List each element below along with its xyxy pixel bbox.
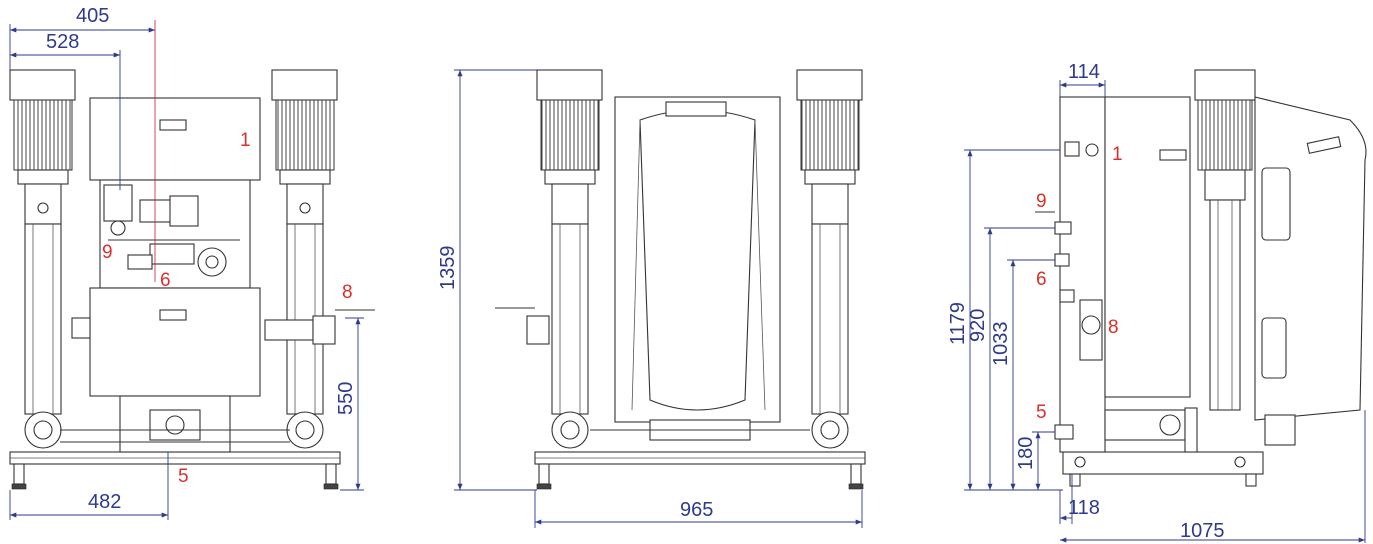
- dimension-482: 482: [9, 452, 169, 520]
- dim-label-550: 550: [335, 382, 357, 415]
- dimension-1359: 1359: [437, 69, 537, 491]
- side-part-label-1: 1: [1112, 144, 1123, 165]
- side-part-label-6: 6: [1036, 269, 1047, 290]
- dim-label-114: 114: [1068, 61, 1100, 83]
- dimension-965: 965: [534, 490, 863, 528]
- dimension-550: 550: [335, 317, 364, 491]
- dimension-1179: 1179: [947, 149, 1060, 490]
- side-view: 114 1179 920 1033 180 118: [947, 61, 1367, 543]
- pump-left-rear: [536, 69, 603, 449]
- foot-left: [13, 463, 25, 485]
- part-label-8: 8: [342, 282, 353, 303]
- foot-right: [325, 463, 337, 485]
- dim-label-1075: 1075: [1180, 520, 1225, 542]
- front-view: 405 528 482 550 1 9 6 8 5: [9, 5, 375, 520]
- pump-right-rear: [796, 69, 863, 449]
- dim-label-920: 920: [967, 309, 989, 342]
- control-cabinet-upper: [89, 97, 261, 181]
- dimension-180: 180: [1015, 431, 1055, 490]
- cabinet-cover: [614, 96, 781, 423]
- side-part-label-5: 5: [1036, 402, 1047, 423]
- pump-left: [9, 69, 76, 449]
- part-label-5: 5: [178, 466, 189, 487]
- dim-label-528: 528: [46, 31, 79, 53]
- dimension-405: 405: [9, 5, 155, 70]
- dim-label-965: 965: [680, 499, 713, 521]
- dim-label-1179: 1179: [947, 302, 969, 345]
- dim-label-1033: 1033: [990, 322, 1012, 367]
- dim-label-405: 405: [76, 5, 109, 27]
- motor-side: [1194, 69, 1256, 101]
- part-label-9: 9: [102, 242, 113, 263]
- dimension-528: 528: [10, 31, 121, 190]
- dimension-1033: 1033: [990, 259, 1055, 490]
- dim-label-118: 118: [1068, 497, 1100, 519]
- dim-label-1359: 1359: [437, 246, 459, 291]
- pump-right: [271, 69, 338, 449]
- dimension-920: 920: [967, 227, 1055, 490]
- dimension-1075: 1075: [1060, 410, 1366, 543]
- rear-view: 1359 965: [437, 69, 866, 528]
- control-cabinet-lower: [89, 287, 261, 397]
- base-frame-side: [1062, 451, 1264, 475]
- side-part-label-9: 9: [1036, 191, 1047, 212]
- side-part-label-8: 8: [1108, 317, 1119, 338]
- dimension-114: 114: [1059, 61, 1106, 97]
- dimension-118: 118: [1059, 474, 1100, 524]
- part-label-1: 1: [240, 130, 251, 151]
- dim-label-180: 180: [1015, 437, 1037, 470]
- part-label-6: 6: [160, 270, 171, 291]
- dim-label-482: 482: [88, 491, 121, 513]
